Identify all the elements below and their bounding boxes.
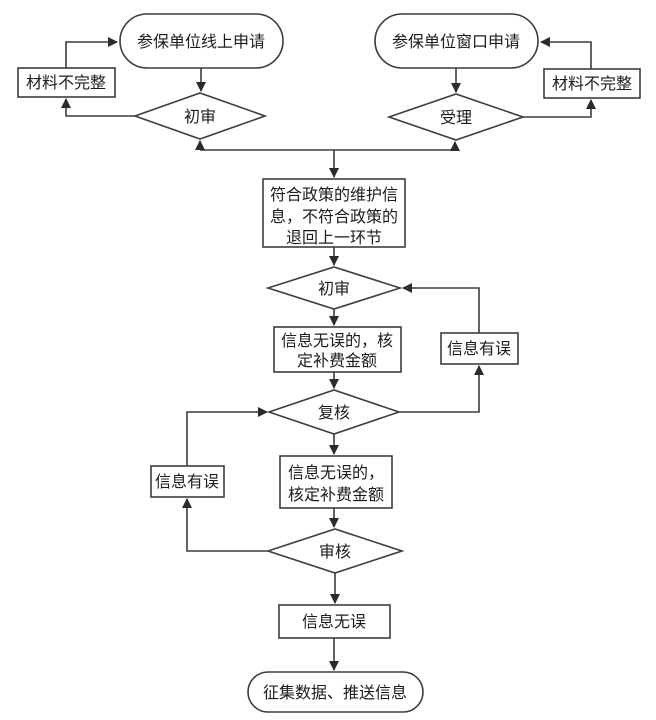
confirm-amount-2-line1: 信息无误的， (288, 463, 384, 482)
node-materials-incomplete-right: 材料不完整 (543, 68, 641, 99)
policy-maintain-line3: 退回上一环节 (286, 228, 382, 247)
edge-materials-right-to-apply-window (540, 37, 592, 69)
edge-info-error-right-to-first-review-mid (402, 283, 480, 333)
confirm-amount-2-line2: 核定补费金额 (288, 485, 384, 504)
node-confirm-amount-2: 信息无误的， 核定补费金额 (279, 455, 393, 509)
node-info-error-left: 信息有误 (150, 465, 225, 498)
node-acceptance: 受理 (386, 93, 526, 141)
edge-first-review-to-materials-left (61, 98, 135, 117)
confirm-amount-1-line1: 信息无误的，核 (281, 331, 393, 350)
edge-recheck-to-info-error-right (399, 365, 484, 413)
node-info-error-right: 信息有误 (440, 332, 519, 365)
recheck-shape (266, 389, 402, 435)
node-apply-window: 参保单位窗口申请 (374, 13, 539, 69)
node-apply-online: 参保单位线上申请 (119, 13, 284, 69)
acceptance-label: 受理 (440, 108, 472, 127)
materials-incomplete-right-shape (543, 68, 641, 99)
apply-window-shape (374, 13, 539, 69)
info-correct-shape (278, 604, 391, 639)
info-error-left-shape (150, 465, 225, 498)
info-error-left-label: 信息有误 (155, 472, 219, 491)
info-correct-label: 信息无误 (302, 612, 366, 631)
edges (61, 37, 596, 671)
apply-online-shape (119, 13, 284, 69)
policy-maintain-line1: 符合政策的维护信 (270, 185, 398, 204)
acceptance-shape (386, 93, 526, 141)
first-review-mid-shape (265, 266, 403, 310)
edge-info-error-left-to-recheck (186, 407, 268, 466)
first-review-top-shape (132, 92, 268, 140)
node-policy-maintain: 符合政策的维护信 息，不符合政策的 退回上一环节 (262, 178, 406, 248)
policy-maintain-shape (262, 178, 406, 248)
apply-online-label: 参保单位线上申请 (137, 32, 265, 51)
confirm-amount-1-shape (273, 326, 402, 373)
node-recheck: 复核 (266, 389, 402, 435)
materials-incomplete-left-shape (17, 67, 116, 98)
node-first-review-top: 初审 (132, 92, 268, 140)
policy-maintain-line2: 息，不符合政策的 (270, 207, 398, 226)
first-review-mid-label: 初审 (318, 279, 350, 298)
confirm-amount-1-line2: 定补费金额 (297, 351, 377, 370)
materials-incomplete-left-label: 材料不完整 (26, 73, 106, 92)
recheck-label: 复核 (318, 403, 350, 422)
node-collect-push: 征集数据、推送信息 (247, 671, 424, 713)
edge-acceptance-to-materials-right (523, 99, 596, 118)
node-info-correct: 信息无误 (278, 604, 391, 639)
edge-materials-left-to-apply-online (65, 37, 118, 68)
info-error-right-shape (440, 332, 519, 365)
node-final-review: 审核 (265, 528, 405, 574)
apply-window-label: 参保单位窗口申请 (392, 32, 520, 51)
collect-push-label: 征集数据、推送信息 (263, 683, 407, 702)
final-review-shape (265, 528, 405, 574)
node-confirm-amount-1: 信息无误的，核 定补费金额 (273, 326, 402, 373)
node-first-review-mid: 初审 (265, 266, 403, 310)
node-materials-incomplete-left: 材料不完整 (17, 67, 116, 98)
info-error-right-label: 信息有误 (447, 339, 511, 358)
edge-final-review-to-info-error-left (182, 498, 268, 552)
confirm-amount-2-shape (279, 455, 393, 509)
materials-incomplete-right-label: 材料不完整 (552, 74, 632, 93)
collect-push-shape (247, 671, 424, 713)
final-review-label: 审核 (319, 542, 351, 561)
first-review-top-label: 初审 (184, 107, 216, 126)
